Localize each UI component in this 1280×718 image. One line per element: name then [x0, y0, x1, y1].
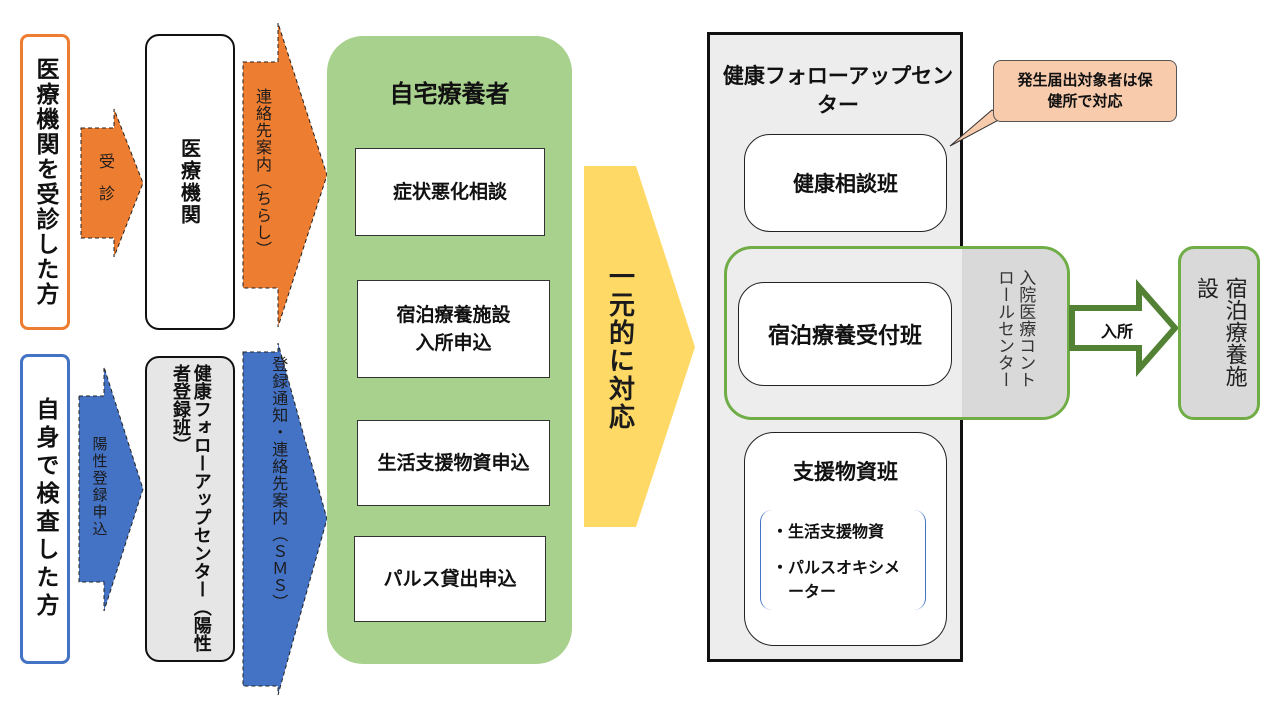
chirashi-label: 連絡先案内（ちらし）: [253, 88, 272, 258]
self-test-box: 自身で検査した方: [20, 354, 70, 664]
home-care-title: 自宅療養者: [389, 80, 510, 108]
registration-team-label: 健康フォローアップセンター（陽性者登録班）: [170, 364, 212, 652]
clinic-visit-label: 医療機関を受診した方: [32, 57, 58, 307]
control-center-label-box: 入院医療コントロールセンター: [966, 262, 1062, 404]
unified-label: 一元的に対応: [604, 263, 635, 431]
home-item-1: 症状悪化相談: [355, 148, 545, 236]
control-center-panel: [962, 249, 1067, 417]
sms-label: 登録通知・連絡先案内（ＳＭＳ）: [269, 356, 289, 611]
lodging-reception-box: 宿泊療養受付班: [738, 282, 952, 386]
self-test-label: 自身で検査した方: [32, 397, 58, 621]
unified-arrow: [584, 166, 695, 527]
yousei-label-box: 陽性登録申込: [80, 402, 120, 572]
jushin-label-box: 受診: [80, 140, 130, 230]
supplies-box: [744, 432, 947, 646]
callout-box: 発生届出対象者は保健所で対応: [993, 60, 1177, 122]
home-item-4: パルス貸出申込: [354, 536, 546, 622]
yousei-arrow: [78, 366, 144, 612]
home-item-3: 生活支援物資申込: [357, 420, 550, 506]
jushin-arrow: [80, 108, 144, 258]
jushin-label: 受診: [96, 153, 115, 217]
nyusho-arrow: [1069, 279, 1179, 377]
facility-box: 宿泊療養施設: [1178, 246, 1260, 420]
sms-label-box: 登録通知・連絡先案内（ＳＭＳ）: [248, 356, 308, 656]
unified-label-box: 一元的に対応: [588, 176, 652, 518]
yousei-label: 陽性登録申込: [90, 436, 109, 538]
home-item-2: 宿泊療養施設入所申込: [357, 280, 550, 378]
supplies-item-1: ・生活支援物資: [772, 522, 885, 541]
callout-text: 発生届出対象者は保健所で対応: [1017, 71, 1153, 110]
supplies-list-bracket: [760, 510, 926, 610]
chirashi-label-box: 連絡先案内（ちらし）: [244, 62, 280, 284]
iryokikan-box: 医療機関: [145, 34, 235, 330]
nyusho-label: 入所: [1100, 322, 1133, 341]
supplies-item-2: ・パルスオキシメーター: [772, 558, 901, 601]
health-consult-box: 健康相談班: [744, 134, 947, 232]
center-title: 健康フォローアップセンター: [722, 64, 954, 118]
chirashi-arrow: [242, 22, 328, 328]
control-center-label: 入院医療コントロールセンター: [994, 269, 1036, 388]
registration-team-box: 健康フォローアップセンター（陽性者登録班）: [145, 356, 235, 662]
clinic-visit-box: 医療機関を受診した方: [20, 34, 70, 330]
facility-label: 宿泊療養施設: [1193, 277, 1247, 387]
iryokikan-label: 医療機関: [177, 138, 202, 226]
supplies-title: 支援物資班: [793, 460, 898, 484]
sms-arrow: [242, 342, 328, 696]
